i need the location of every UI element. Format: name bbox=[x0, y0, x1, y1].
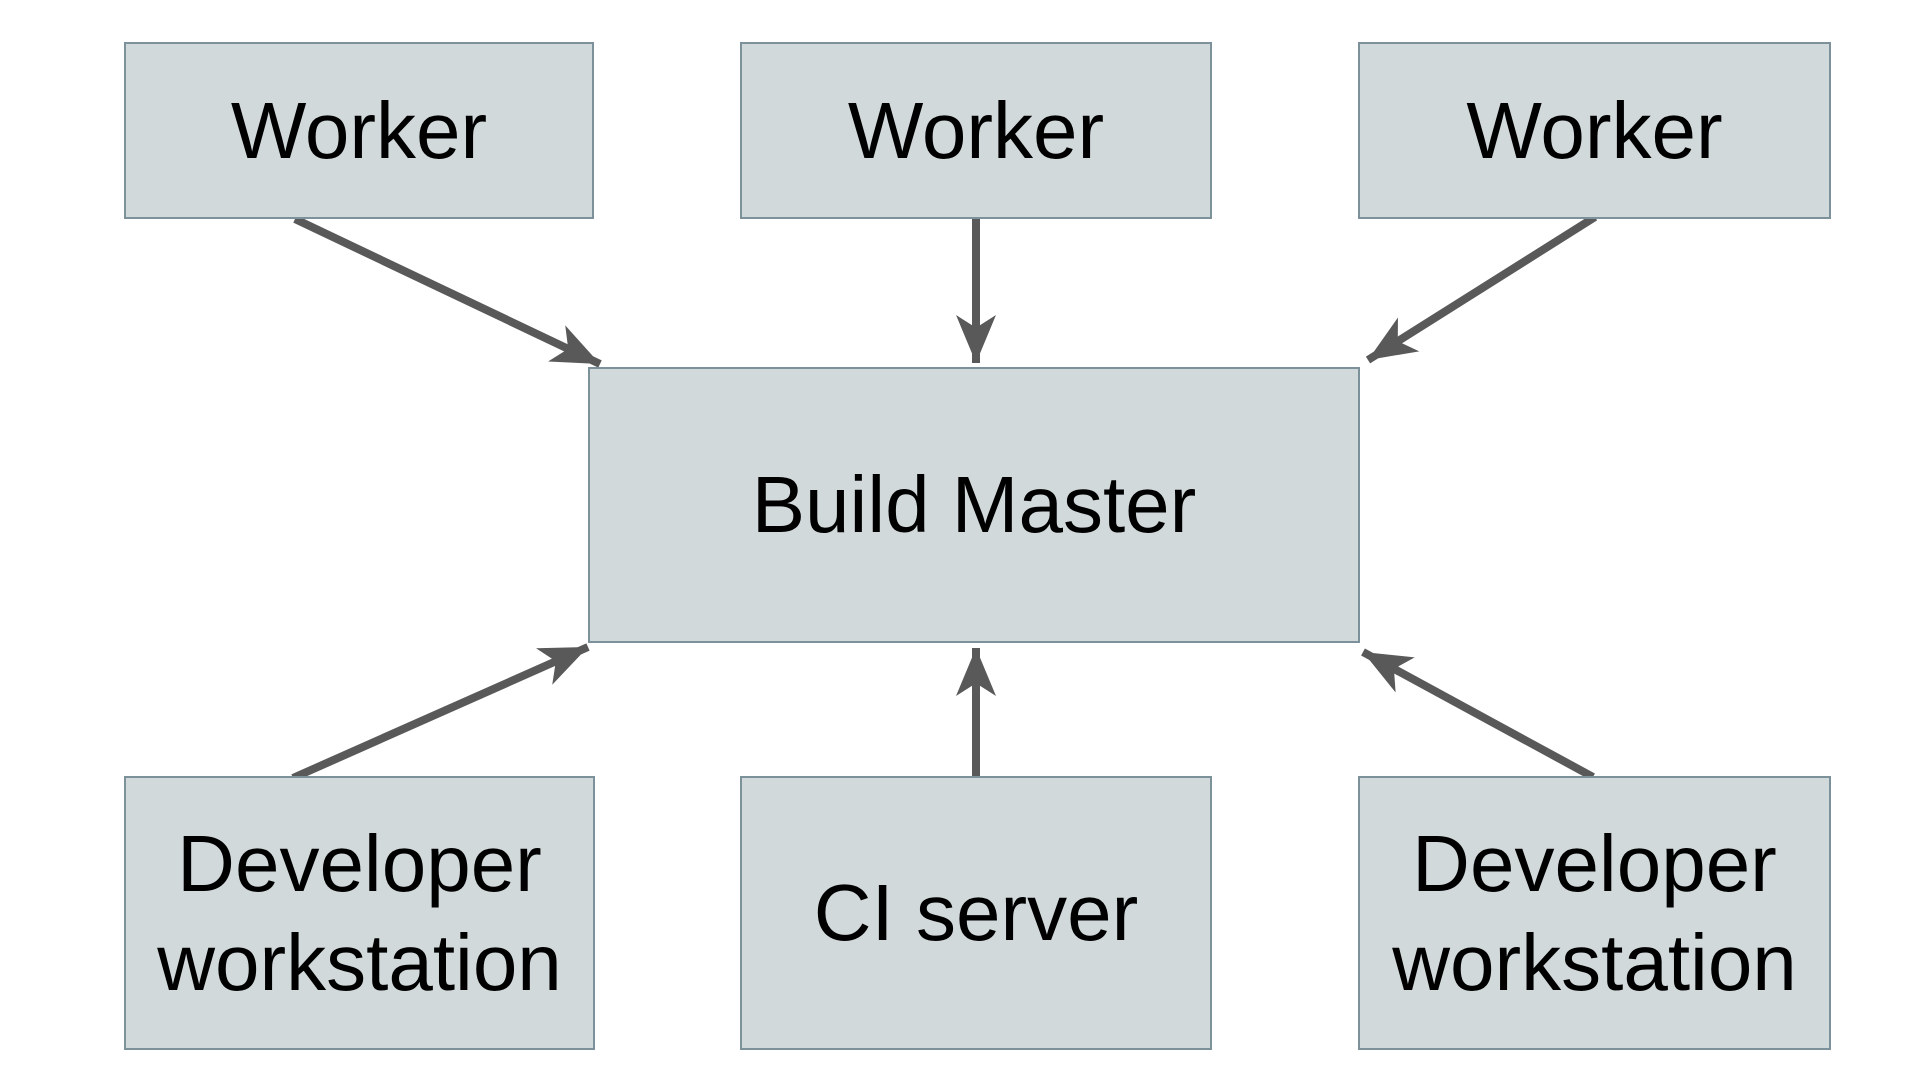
node-worker-1: Worker bbox=[124, 42, 594, 219]
node-worker-2: Worker bbox=[740, 42, 1212, 219]
node-developer-workstation-right-label: Developer workstation bbox=[1392, 818, 1797, 1007]
node-worker-1-label: Worker bbox=[230, 85, 488, 175]
node-developer-workstation-left: Developer workstation bbox=[124, 776, 595, 1050]
node-developer-workstation-right: Developer workstation bbox=[1358, 776, 1831, 1050]
arrow-worker3-to-buildmaster bbox=[1365, 213, 1598, 364]
node-ci-server: CI server bbox=[740, 776, 1212, 1050]
node-worker-3-label: Worker bbox=[1466, 85, 1723, 175]
node-developer-workstation-left-label: Developer workstation bbox=[157, 818, 562, 1007]
node-build-master: Build Master bbox=[588, 367, 1360, 643]
node-ci-server-label: CI server bbox=[813, 868, 1139, 958]
node-worker-3: Worker bbox=[1358, 42, 1831, 219]
arrow-devright-to-buildmaster bbox=[1361, 648, 1595, 781]
node-worker-2-label: Worker bbox=[847, 85, 1105, 175]
arrow-worker1-to-buildmaster bbox=[293, 215, 602, 368]
arrow-devleft-to-buildmaster bbox=[291, 643, 590, 782]
node-build-master-label: Build Master bbox=[751, 460, 1197, 550]
